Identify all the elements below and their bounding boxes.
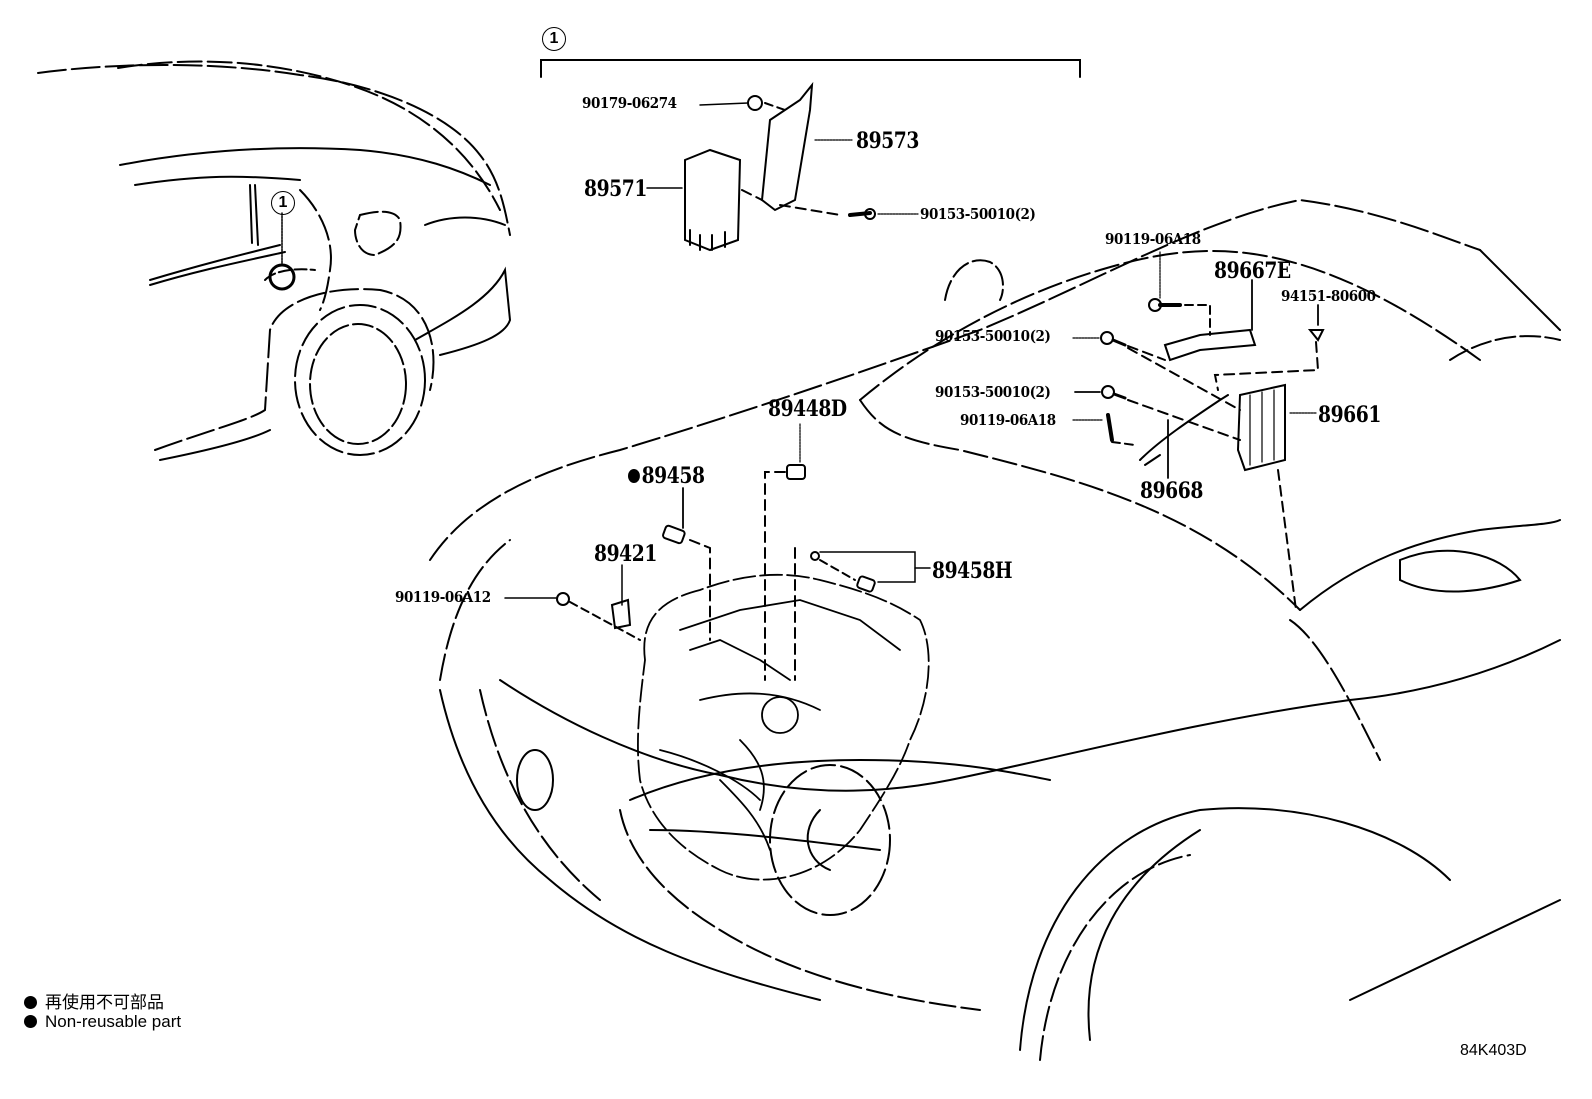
part-label-90119-06A18-mid[interactable]: 90119-06A18 xyxy=(960,411,1056,429)
group-bracket xyxy=(540,59,1081,78)
ecu-89661-assembly xyxy=(1072,251,1325,611)
legend-jp: 再使用不可部品 xyxy=(24,988,164,1013)
part-number: 89458 xyxy=(641,463,705,489)
legend-en: Non-reusable part xyxy=(24,1012,181,1032)
part-label-90119-06A12[interactable]: 90119-06A12 xyxy=(395,588,491,606)
part-label-89668[interactable]: 89668 xyxy=(1140,478,1203,504)
group-callout-1: 1 xyxy=(542,27,566,51)
ecu-89571-assembly xyxy=(646,81,919,252)
non-reusable-marker-icon xyxy=(24,996,37,1009)
part-label-90119-06A18-top[interactable]: 90119-06A18 xyxy=(1105,230,1201,248)
part-label-90179-06274[interactable]: 90179-06274 xyxy=(582,94,677,112)
part-label-89458H[interactable]: 89458H xyxy=(932,558,1013,584)
part-label-89667E[interactable]: 89667E xyxy=(1214,258,1291,284)
rear-car-outline xyxy=(37,60,512,461)
non-reusable-marker-icon xyxy=(24,1015,37,1028)
part-label-89421[interactable]: 89421 xyxy=(594,541,657,567)
part-label-89458[interactable]: 89458 xyxy=(628,465,705,487)
part-label-89573[interactable]: 89573 xyxy=(856,128,919,154)
part-label-94151-80600[interactable]: 94151-80600 xyxy=(1281,287,1376,305)
part-label-90153-50010-mid1[interactable]: 90153-50010(2) xyxy=(935,327,1051,345)
location-callout-1: 1 xyxy=(271,191,295,215)
non-reusable-marker-icon xyxy=(628,469,640,483)
part-label-89661[interactable]: 89661 xyxy=(1318,402,1381,428)
part-label-90153-50010-top[interactable]: 90153-50010(2) xyxy=(920,205,1036,223)
engine-sketch xyxy=(637,573,930,881)
part-label-89571[interactable]: 89571 xyxy=(584,176,647,202)
part-label-90153-50010-mid2[interactable]: 90153-50010(2) xyxy=(935,383,1051,401)
legend-jp-text: 再使用不可部品 xyxy=(45,993,164,1012)
front-car-outline xyxy=(429,198,1561,1061)
part-label-89448D[interactable]: 89448D xyxy=(768,396,847,422)
legend-en-text: Non-reusable part xyxy=(45,1012,182,1031)
illustration-code: 84K403D xyxy=(1460,1042,1527,1059)
sensors-and-fasteners xyxy=(504,423,931,681)
